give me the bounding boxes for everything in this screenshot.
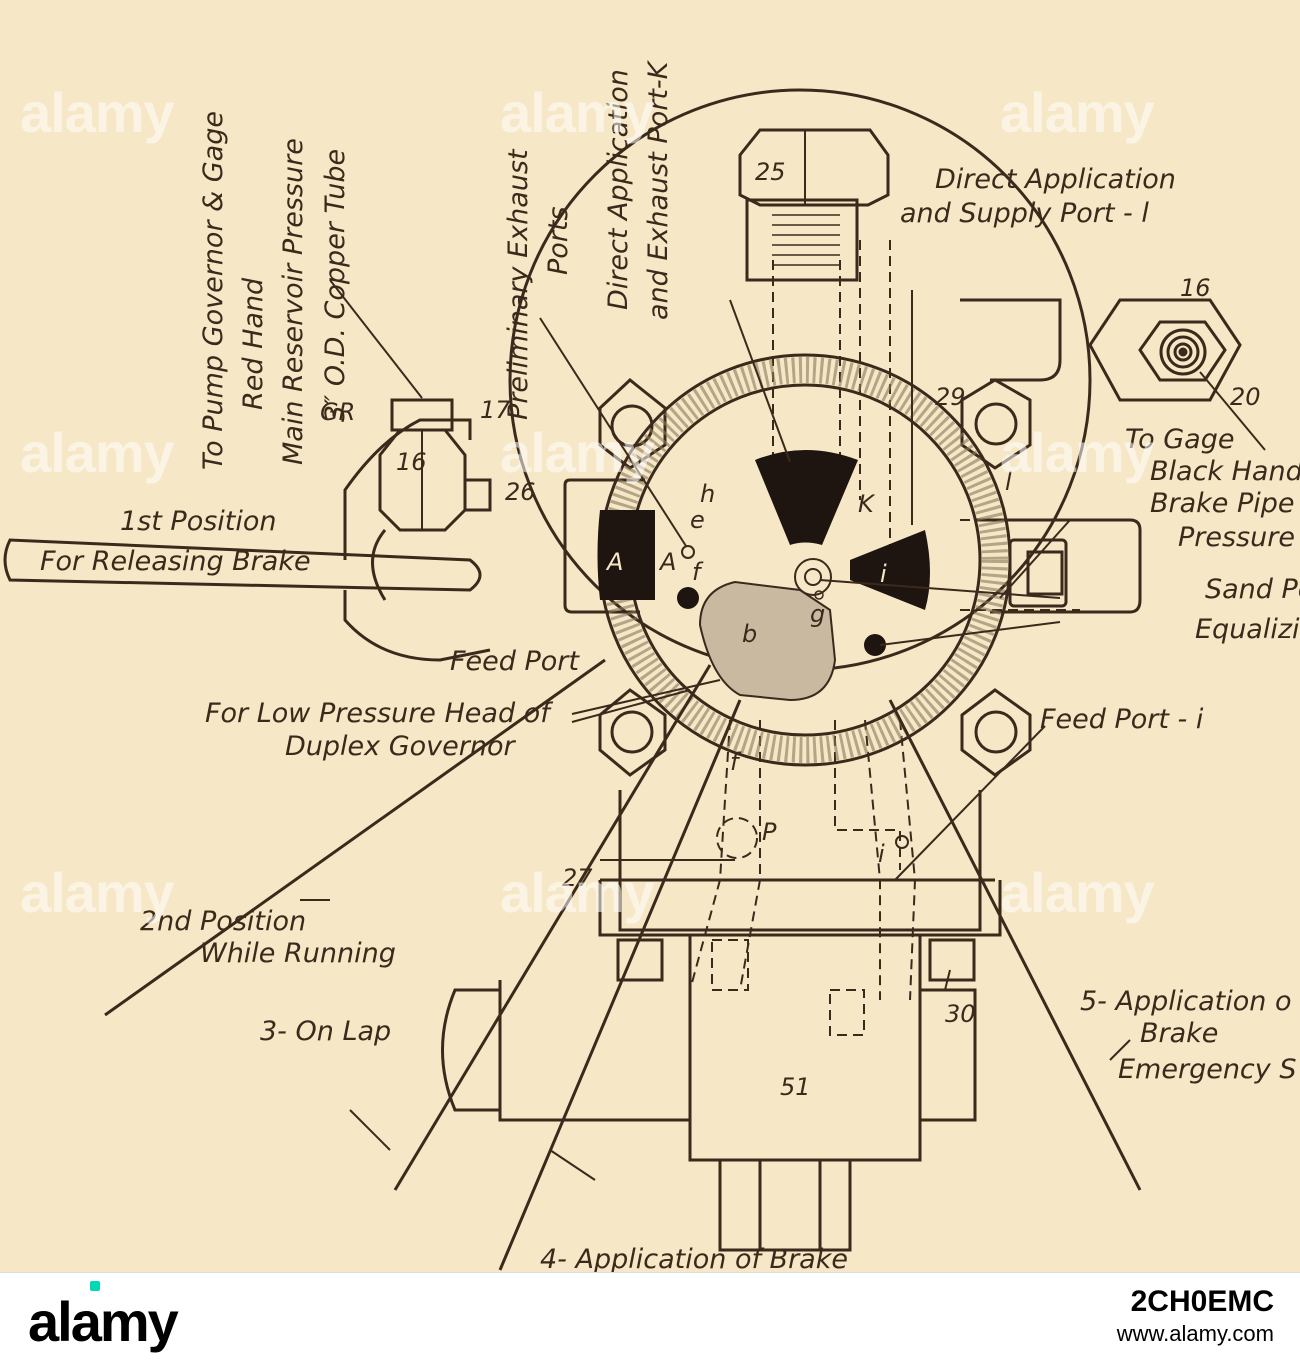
- watermark: alamy: [1000, 81, 1155, 144]
- part-17: 17: [480, 396, 511, 424]
- label-black-hand: Black Hand: [1150, 456, 1300, 487]
- label-on-lap: 3- On Lap: [260, 1016, 391, 1047]
- label-direct-supply-1: Direct Application: [935, 164, 1176, 195]
- label-duplex-governor: Duplex Governor: [285, 731, 516, 762]
- part-A: A: [605, 548, 623, 576]
- port-A: [597, 510, 655, 600]
- cavity-b: [698, 580, 837, 702]
- label-pressure: Pressure: [1178, 522, 1295, 553]
- label-application-4: 4- Application of Brake: [540, 1244, 848, 1272]
- part-e: e: [690, 506, 705, 534]
- watermark: alamy: [1000, 861, 1155, 924]
- alamy-logo[interactable]: alamy: [28, 1290, 179, 1353]
- watermark: alamy: [20, 861, 175, 924]
- label-low-pressure-head: For Low Pressure Head of: [205, 698, 553, 729]
- label-main-reservoir: Main Reservoir Pressure: [278, 138, 309, 465]
- part-f: f: [692, 558, 704, 586]
- part-l: l: [1005, 468, 1012, 496]
- feed-port-dot: [677, 587, 699, 609]
- position-lines: [104, 658, 1142, 1271]
- site-link[interactable]: www.alamy.com: [1116, 1321, 1274, 1346]
- footer-bar: alamy 2CH0EMC www.alamy.com: [0, 1272, 1300, 1363]
- label-preliminary-exhaust: Preliminary Exhaust: [503, 148, 534, 420]
- logo-accent-icon: [90, 1281, 100, 1291]
- part-f2: f: [730, 748, 742, 776]
- part-27: 27: [562, 864, 593, 892]
- label-feed-port-i: Feed Port - i: [1040, 704, 1204, 735]
- label-to-gage: To Gage: [1125, 424, 1234, 455]
- part-51: 51: [780, 1073, 811, 1101]
- label-brake-pipe: Brake Pipe: [1150, 488, 1295, 519]
- leader-lines: [300, 279, 1266, 1181]
- label-direct-application: Direct Application: [603, 69, 634, 310]
- part-g: g: [810, 600, 825, 628]
- internal-passages: [689, 240, 1080, 1036]
- label-feed-port: Feed Port: [450, 646, 580, 677]
- watermark: alamy: [1000, 421, 1155, 484]
- watermark: alamy: [500, 421, 655, 484]
- label-copper-tube: 3″ O.D. Copper Tube: [320, 149, 351, 422]
- port-K: [755, 450, 858, 545]
- flange-bolts: [598, 378, 1032, 777]
- label-brake: Brake: [1140, 1018, 1218, 1049]
- label-sand-port: Sand Po: [1205, 574, 1300, 605]
- part-i2: i: [878, 840, 885, 868]
- valve-spindle: [794, 558, 832, 596]
- part-16-left: 16: [396, 448, 427, 476]
- part-25: 25: [755, 158, 786, 186]
- part-26: 26: [505, 478, 536, 506]
- part-20: 20: [1230, 383, 1261, 411]
- part-gr: GR: [320, 398, 355, 426]
- part-30: 30: [945, 1000, 976, 1028]
- stock-meta: 2CH0EMC www.alamy.com: [1117, 1285, 1274, 1347]
- part-29: 29: [935, 383, 966, 411]
- brake-handle: [3, 538, 482, 592]
- equalizing-port-dot: [864, 634, 886, 656]
- label-preliminary-ports: Ports: [543, 206, 574, 275]
- part-16-right: 16: [1180, 274, 1211, 302]
- label-for-releasing-brake: For Releasing Brake: [40, 546, 311, 577]
- label-exhaust-port-k: and Exhaust Port-K: [643, 59, 674, 320]
- part-A2: A: [658, 548, 676, 576]
- label-2nd-position: 2nd Position: [140, 906, 306, 937]
- lower-casting-51: [688, 935, 922, 1162]
- bolt-boss: [745, 198, 859, 282]
- valve-ports: [597, 450, 930, 656]
- part-i: i: [880, 560, 887, 588]
- part-numbers: 25 16 20 16 17 GR 26 29 27 30 51 A A f f…: [320, 158, 1261, 1101]
- label-application-5: 5- Application o: [1080, 986, 1291, 1017]
- valve-body: [3, 88, 1242, 1252]
- watermark: alamy: [500, 81, 655, 144]
- stock-id: 2CH0EMC: [1130, 1285, 1274, 1318]
- labels: To Pump Governor & Gage Red Hand Main Re…: [40, 59, 1300, 1275]
- watermark: alamy: [20, 421, 175, 484]
- part-b: b: [742, 620, 757, 648]
- label-equalizing: Equalizing: [1195, 614, 1300, 645]
- hex-fitting-16: [1088, 298, 1242, 402]
- brake-valve-diagram: To Pump Governor & Gage Red Hand Main Re…: [3, 59, 1300, 1275]
- watermark: alamy: [20, 81, 175, 144]
- port-i: [850, 530, 930, 610]
- label-while-running: While Running: [200, 938, 396, 969]
- diagram-area: To Pump Governor & Gage Red Hand Main Re…: [3, 59, 1300, 1275]
- label-direct-supply-2: and Supply Port - l: [900, 198, 1149, 229]
- label-emergency: Emergency S: [1118, 1054, 1296, 1085]
- hex-bolt-25: [738, 128, 890, 207]
- part-K: K: [858, 490, 876, 518]
- label-to-pump-governor: To Pump Governor & Gage: [198, 111, 229, 470]
- label-red-hand: Red Hand: [238, 277, 269, 410]
- watermark: alamy: [500, 861, 655, 924]
- part-P: P: [762, 818, 777, 846]
- label-1st-position: 1st Position: [120, 506, 277, 537]
- part-h: h: [700, 480, 715, 508]
